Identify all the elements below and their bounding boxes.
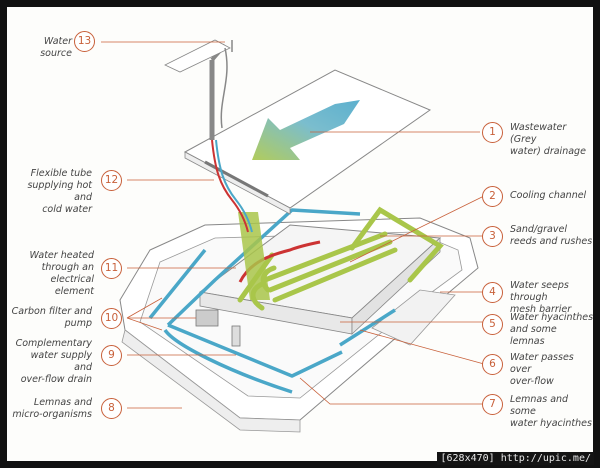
callout-label-11: Water heated through an electrical eleme… (29, 250, 94, 297)
callout-number-11: 11 (101, 258, 122, 279)
flexible-tube-hot (211, 139, 249, 233)
leader-7 (299, 377, 484, 405)
callout-label-8: Lemnas and micro-organisms (12, 397, 92, 420)
flexible-tube-cold (215, 139, 253, 233)
callout-number-12: 12 (101, 170, 122, 191)
callout-number-7: 7 (482, 394, 503, 415)
callout-label-4: Water seeps through mesh barrier (510, 280, 572, 315)
callout-number-13: 13 (74, 31, 95, 52)
drainage-arrow (252, 100, 360, 160)
side-step (371, 289, 456, 346)
carbon-filter-box (195, 309, 219, 327)
callout-number-1: 1 (482, 122, 503, 143)
callout-number-2: 2 (482, 186, 503, 207)
leader-2 (349, 195, 485, 263)
callout-number-10: 10 (101, 308, 122, 329)
callout-label-12: Flexible tube supplying hot and cold wat… (27, 168, 92, 215)
callout-label-9: Complementary water supply and over-flow… (15, 338, 92, 385)
callout-label-2: Cooling channel (510, 190, 587, 201)
leader-10c (126, 317, 163, 331)
shower-hose (220, 40, 233, 129)
image-host-watermark: [628x470] http://upic.me/ (437, 452, 594, 465)
tub-base (121, 329, 301, 433)
green-serpentine-channel (250, 231, 398, 311)
green-vertical-flow (238, 212, 270, 300)
callout-number-8: 8 (101, 398, 122, 419)
callout-number-5: 5 (482, 314, 503, 335)
callout-number-4: 4 (482, 282, 503, 303)
callout-label-7: Lemnas and some water hyacinthes (510, 394, 592, 429)
callout-label-3: Sand/gravel reeds and rushes (510, 224, 593, 247)
leader-6 (359, 329, 485, 365)
drain-post (231, 325, 241, 347)
callout-label-5: Water hyacinthes and some lemnas (510, 312, 594, 347)
callout-number-3: 3 (482, 226, 503, 247)
faucet-plate (164, 39, 231, 73)
callout-label-10: Carbon filter and pump (11, 306, 92, 329)
leader-10a (126, 297, 163, 319)
callout-number-9: 9 (101, 345, 122, 366)
callout-label-6: Water passes over over-flow (510, 352, 574, 387)
callout-label-1: Wastewater (Grey water) drainage (510, 122, 586, 157)
callout-number-6: 6 (482, 354, 503, 375)
planter-box-front (351, 237, 441, 335)
callout-label-13: Water source (40, 36, 72, 59)
